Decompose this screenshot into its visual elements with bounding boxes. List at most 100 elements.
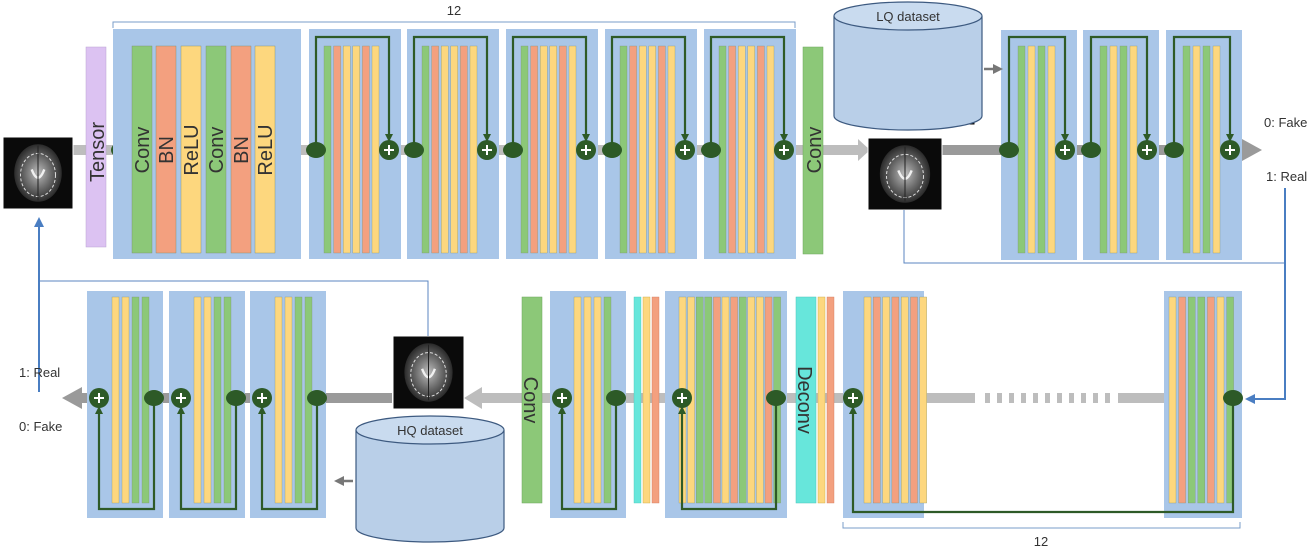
standalone-stripe [826, 296, 835, 504]
disc-bottom-split-node [307, 390, 327, 406]
layer-stripe [450, 45, 458, 254]
layer-stripe [1099, 45, 1108, 254]
layer-stripe [667, 45, 676, 254]
layer-stripe [284, 296, 293, 504]
layer-stripe [891, 296, 900, 504]
layer-stripe [728, 45, 736, 254]
skip-connection [1172, 35, 1234, 150]
flow-dash [1105, 393, 1110, 403]
generated-hq-mri-image [392, 335, 465, 410]
generator-block-add-node [774, 140, 794, 160]
skip-connection [95, 398, 156, 511]
layer-stripe [901, 296, 909, 504]
flow-dash [985, 393, 990, 403]
generator-layer-label: ReLU [255, 124, 277, 175]
inverse-block-a-add-node [552, 388, 572, 408]
layer-stripe [333, 45, 341, 254]
top-flow-arrowhead [858, 139, 870, 161]
skip-connection [709, 35, 788, 150]
generator-layer-label: Conv [206, 127, 228, 174]
top-real-label: 1: Real [1266, 169, 1307, 184]
layer-stripe [1197, 296, 1205, 504]
disc-bottom-split-node [144, 390, 164, 406]
generator-layer-1 [155, 45, 177, 254]
layer-stripe [343, 45, 351, 254]
layer-stripe [431, 45, 439, 254]
disc-bottom-flow-arrowhead [62, 387, 82, 409]
disc-top-add-node [1220, 140, 1240, 160]
inverse-block-b-split-node [766, 390, 786, 406]
layer-stripe [919, 296, 927, 504]
top-fake-label: 0: Fake [1264, 115, 1307, 130]
flow-dash [1081, 393, 1086, 403]
layer-stripe [756, 296, 764, 504]
layer-stripe [203, 296, 212, 504]
flow-dash [1021, 393, 1026, 403]
generator-output-conv [802, 46, 824, 255]
plus-glyph [581, 145, 591, 155]
bottom-repeat-count: 12 [1034, 534, 1048, 549]
layer-stripe [460, 45, 468, 254]
layer-stripe [593, 296, 602, 504]
generator-block-add-node [675, 140, 695, 160]
deconv-label: Deconv [793, 366, 815, 434]
layer-stripe [696, 296, 704, 504]
disc-top-split-node [1081, 142, 1101, 158]
plus-glyph [557, 393, 567, 403]
generator-layer-label: Conv [132, 127, 154, 174]
plus-glyph [94, 393, 104, 403]
lq-dataset: LQ dataset [833, 1, 983, 131]
lq-dataset-label: LQ dataset [876, 9, 940, 24]
generator-layer-5 [254, 45, 276, 254]
layer-stripe [1027, 45, 1036, 254]
skip-connection [610, 35, 689, 150]
layer-stripe [1192, 45, 1201, 254]
layer-stripe [441, 45, 449, 254]
skip-connection [678, 398, 778, 511]
layer-stripe [540, 45, 548, 254]
generator-layer-label: BN [156, 136, 178, 164]
generator-block-split-node [602, 142, 622, 158]
disc-top-flow-arrowhead [1242, 139, 1262, 161]
skip-connection [511, 35, 590, 150]
disc-bottom-split-node [226, 390, 246, 406]
disc-top-split-node [1164, 142, 1184, 158]
tensor-layer [85, 46, 107, 248]
layer-stripe [121, 296, 130, 504]
layer-stripe [1207, 296, 1215, 504]
standalone-stripe [817, 296, 826, 504]
skip-connection [412, 35, 491, 150]
layer-stripe [910, 296, 918, 504]
flow-dash [997, 393, 1002, 403]
bottom-repeat-bracket: 12 [842, 522, 1241, 549]
layer-stripe [747, 45, 755, 254]
generator-layer-3 [205, 45, 227, 254]
layer-stripe [1119, 45, 1128, 254]
layer-stripe [1182, 45, 1191, 254]
hq-to-input-line [39, 280, 429, 336]
top-repeat-bracket: 12 [112, 3, 796, 28]
plus-glyph [848, 393, 858, 403]
bottom-flow-arrowhead [464, 387, 482, 409]
generator-block-add-node [576, 140, 596, 160]
layer-stripe [559, 45, 567, 254]
layer-stripe [863, 296, 872, 504]
layer-stripe [882, 296, 890, 504]
layer-stripe [573, 296, 582, 504]
layer-stripe [1168, 296, 1177, 504]
flow-dash [1057, 393, 1062, 403]
layer-stripe [1212, 45, 1221, 254]
plus-glyph [1142, 145, 1152, 155]
disc-top-add-node [1137, 140, 1157, 160]
layer-stripe [1178, 296, 1186, 504]
layer-stripe [352, 45, 360, 254]
lq-to-inverse-line [903, 210, 1285, 264]
top-disc-feedback-arrow [1245, 188, 1286, 404]
layer-stripe [721, 296, 730, 504]
layer-stripe [362, 45, 370, 254]
flow-dash [1069, 393, 1074, 403]
disc-bottom-add-node [171, 388, 191, 408]
disc-bottom-add-node [89, 388, 109, 408]
